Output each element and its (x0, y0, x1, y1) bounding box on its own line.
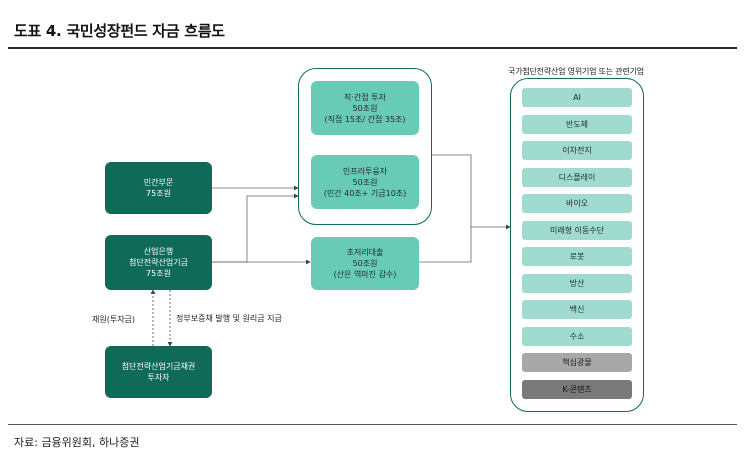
node-direct-investment: 직·간접 투자 50조원 (직접 15조/ 간접 35조) (311, 81, 419, 135)
page-title: 도표 4. 국민성장펀드 자금 흐름도 (14, 22, 225, 40)
title-rule (8, 47, 737, 49)
label-refinance: 재원(투자금) (92, 315, 136, 324)
edge-loan-to-companies (419, 227, 472, 263)
footer-rule (8, 424, 737, 425)
right-panel-title: 국가첨단전략산업 영위기업 또는 관련기업 (508, 67, 644, 76)
industry-item: 백신 (522, 300, 632, 319)
industry-item: 디스플레이 (522, 167, 632, 187)
industry-item: K-콘텐츠 (522, 379, 632, 399)
industry-item: 반도체 (522, 114, 632, 134)
companies-panel-outline (510, 78, 644, 412)
industry-item: AI (522, 88, 632, 107)
edge-kdb-to-investment (212, 193, 299, 263)
industry-item: 로봇 (522, 247, 632, 266)
industry-item: 방산 (522, 273, 632, 293)
edge-investment-to-companies (432, 154, 472, 227)
industry-item: 핵심광물 (522, 353, 632, 372)
node-kdb-fund: 산업은행 첨단전략산업기금 75조원 (105, 235, 212, 290)
investment-group-outline (298, 68, 432, 225)
industry-item: 이차전지 (522, 141, 632, 160)
node-bond-investor: 첨단전략산업기금채권 투자자 (105, 346, 212, 398)
industry-item: 미래형 이동수단 (522, 220, 632, 240)
node-infra-investment: 인프라투융자 50조원 (민간 40조+ 기금10조) (311, 155, 419, 209)
node-private-sector: 민간부문 75조원 (105, 162, 212, 214)
node-low-rate-loan: 초저리대출 50조원 (산은 역마진 감수) (311, 237, 419, 290)
industry-item: 수소 (522, 326, 632, 346)
industry-item: 바이오 (522, 194, 632, 213)
label-guarantee: 정부보증채 발행 및 원리금 지급 (176, 314, 282, 323)
source-note: 자료: 금융위원회, 하나증권 (14, 436, 140, 449)
